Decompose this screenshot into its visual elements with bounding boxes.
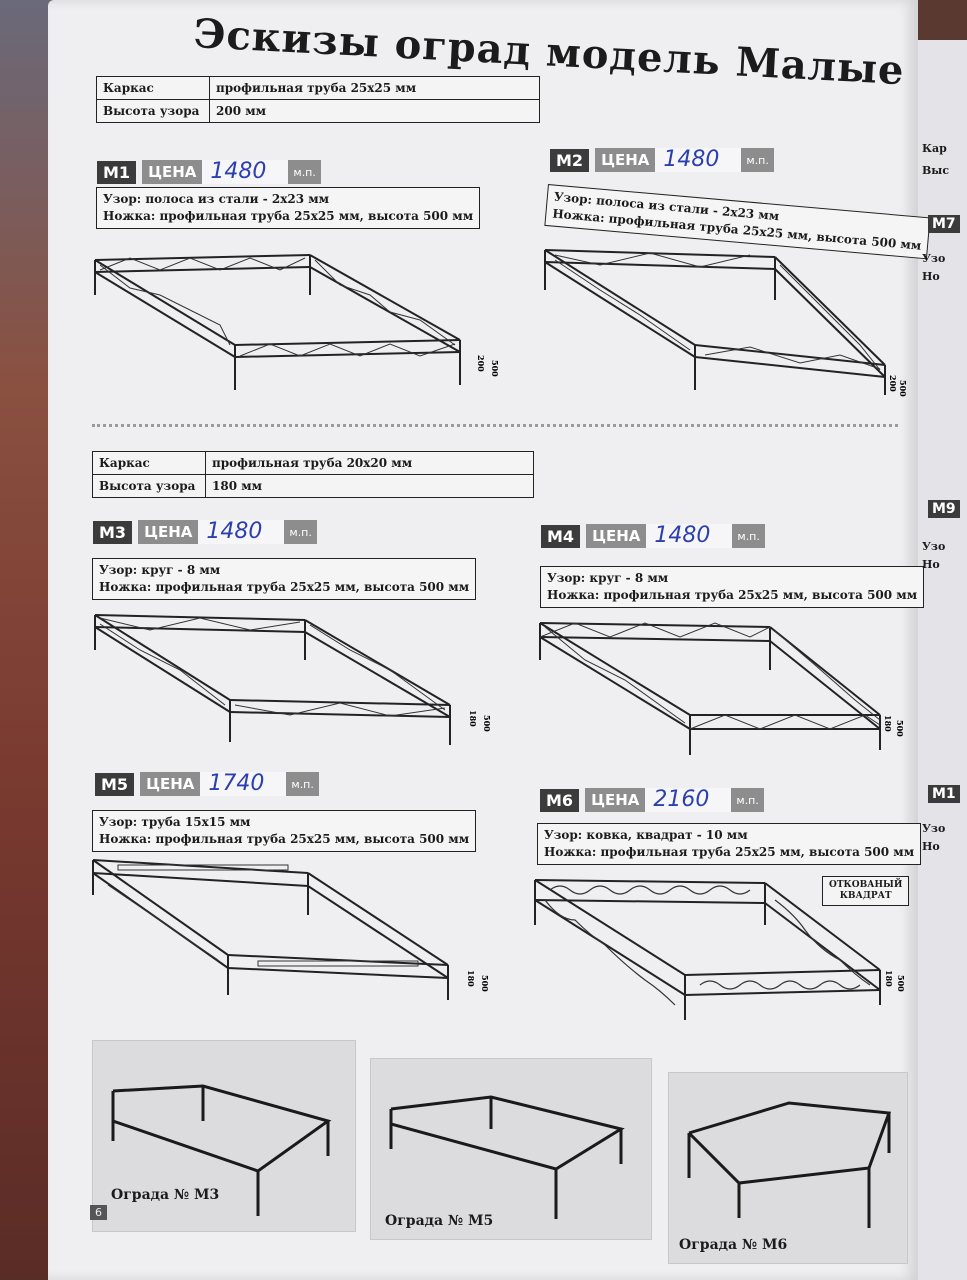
- model-code: М4: [541, 524, 581, 548]
- side-model-code: М7: [928, 215, 960, 233]
- svg-text:180: 180: [884, 970, 894, 987]
- photo-m3: Ограда № М3: [92, 1040, 356, 1232]
- price-value: 1480: [198, 520, 285, 544]
- price-box: ЦЕНА 2160 м.п.: [585, 788, 764, 812]
- photo-caption: Ограда № М6: [679, 1237, 788, 1253]
- side-text: Узо: [922, 822, 946, 835]
- side-text: Узо: [922, 540, 946, 553]
- photo-m6: Ограда № М6: [668, 1072, 908, 1264]
- svg-text:180: 180: [466, 970, 476, 987]
- model-code: М1: [97, 160, 137, 184]
- photo-caption: Ограда № М3: [111, 1187, 220, 1203]
- side-text: Выс: [922, 164, 950, 177]
- price-value: 1480: [655, 148, 742, 172]
- svg-text:500: 500: [895, 720, 905, 737]
- fence-sketch-m5: 180 500: [92, 859, 490, 1000]
- side-model-code: М1: [928, 785, 960, 803]
- svg-text:180: 180: [468, 710, 478, 727]
- fence-photo-m5: [389, 1095, 625, 1219]
- model-code: М3: [93, 520, 133, 544]
- photo-m5: Ограда № М5: [370, 1058, 652, 1240]
- photo-caption: Ограда № М5: [385, 1213, 494, 1229]
- model-tag-m2: М2 ЦЕНА 1480 м.п.: [550, 148, 774, 172]
- svg-text:500: 500: [896, 975, 906, 992]
- svg-text:180: 180: [883, 715, 893, 732]
- side-text: Но: [922, 270, 940, 283]
- side-text: Но: [922, 558, 940, 571]
- model-desc-m3: Узор: круг - 8 мм Ножка: профильная труб…: [92, 558, 477, 600]
- fence-sketch-m3: 180 500: [94, 614, 492, 745]
- model-desc-m6: Узор: ковка, квадрат - 10 мм Ножка: проф…: [537, 823, 922, 865]
- fence-sketch-m2: 200 500: [544, 249, 908, 397]
- fence-sketch-m6: 180 500: [534, 879, 906, 1020]
- model-code: М5: [95, 772, 135, 796]
- model-code: М6: [540, 788, 580, 812]
- price-value: 2160: [645, 788, 732, 812]
- price-value: 1480: [646, 524, 733, 548]
- price-box: ЦЕНА 1740 м.п.: [140, 772, 319, 796]
- side-text: Но: [922, 840, 940, 853]
- fence-sketch-m4: 180 500: [539, 622, 905, 755]
- forged-square-badge: ОТКОВАНЫЙ КВАДРАТ: [822, 876, 910, 906]
- price-value: 1480: [202, 160, 289, 184]
- model-code: М2: [550, 148, 590, 172]
- model-tag-m3: М3 ЦЕНА 1480 м.п.: [93, 520, 317, 544]
- svg-text:500: 500: [898, 380, 908, 397]
- price-box: ЦЕНА 1480 м.п.: [142, 160, 321, 184]
- model-desc-m1: Узор: полоса из стали - 2х23 мм Ножка: п…: [96, 187, 481, 229]
- price-box: ЦЕНА 1480 м.п.: [138, 520, 317, 544]
- svg-text:500: 500: [482, 715, 492, 732]
- svg-text:200: 200: [888, 375, 898, 392]
- model-desc-m4: Узор: круг - 8 мм Ножка: профильная труб…: [540, 566, 925, 608]
- model-tag-m5: М5 ЦЕНА 1740 м.п.: [95, 772, 319, 796]
- model-desc-m5: Узор: труба 15х15 мм Ножка: профильная т…: [92, 810, 477, 852]
- page-number: 6: [90, 1205, 107, 1220]
- svg-text:500: 500: [490, 360, 500, 377]
- fence-sketch-m1: 200 500: [94, 254, 500, 390]
- model-tag-m1: М1 ЦЕНА 1480 м.п.: [97, 160, 321, 184]
- side-text: Кар: [922, 142, 947, 155]
- price-value: 1740: [200, 772, 287, 796]
- price-box: ЦЕНА 1480 м.п.: [586, 524, 765, 548]
- side-model-code: М9: [928, 500, 960, 518]
- price-box: ЦЕНА 1480 м.п.: [595, 148, 774, 172]
- fence-photo-m6: [687, 1101, 892, 1228]
- side-text: Узо: [922, 252, 946, 265]
- model-tag-m4: М4 ЦЕНА 1480 м.п.: [541, 524, 765, 548]
- section-divider: [92, 424, 898, 427]
- fence-photo-m3: [111, 1084, 332, 1216]
- svg-text:200: 200: [476, 355, 486, 372]
- svg-text:500: 500: [480, 975, 490, 992]
- model-tag-m6: М6 ЦЕНА 2160 м.п.: [540, 788, 764, 812]
